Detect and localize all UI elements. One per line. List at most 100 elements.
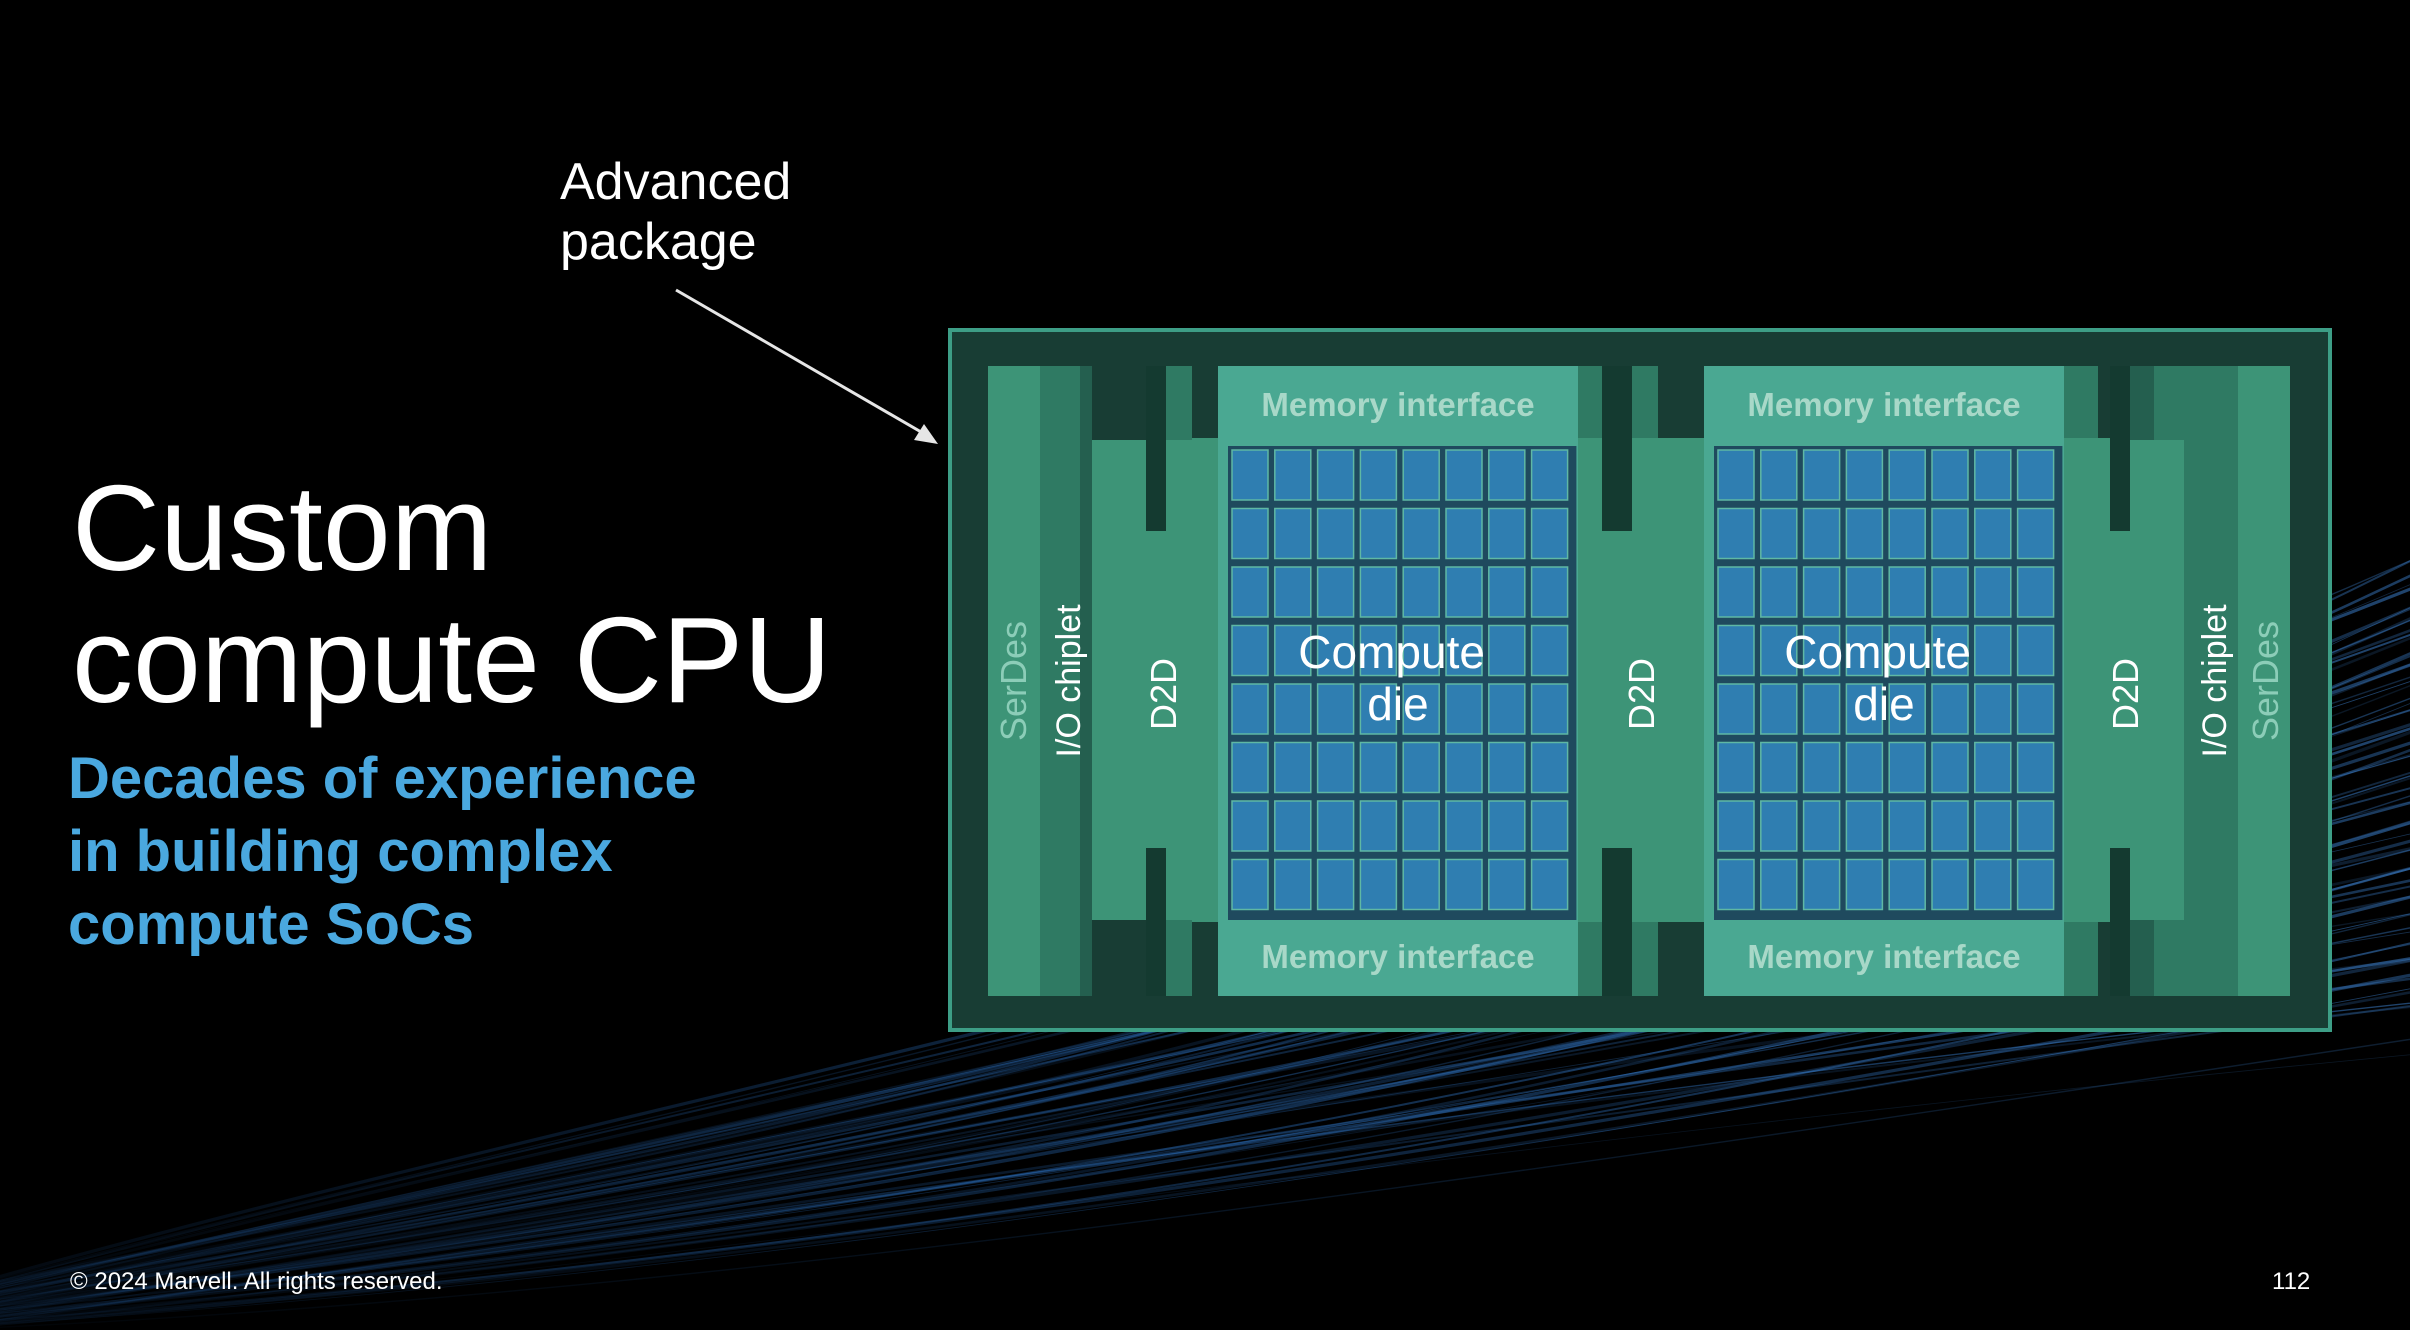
core-cell <box>1316 624 1355 677</box>
core-cell <box>1445 449 1483 501</box>
core-cell <box>2016 858 2055 911</box>
core-cell <box>1530 858 1569 911</box>
core-cell <box>1445 566 1483 618</box>
core-cell <box>1445 683 1483 735</box>
d2d-label-left: D2D <box>1143 658 1184 730</box>
core-cell <box>1231 566 1269 618</box>
core-cell <box>1717 507 1755 560</box>
slide-subtitle-line: Decades of experience <box>68 746 697 811</box>
core-cell <box>1274 507 1312 560</box>
memory-interface-label: Memory interface <box>1747 386 2020 423</box>
core-cell <box>1231 449 1269 501</box>
core-cell <box>1888 566 1926 618</box>
core-cell <box>1760 449 1798 501</box>
core-cell <box>1231 624 1269 677</box>
serdes-strip-right <box>2238 366 2290 996</box>
core-cell <box>1845 858 1884 911</box>
core-cell <box>1717 741 1755 794</box>
core-cell <box>1274 566 1312 618</box>
core-cell <box>1931 449 1969 501</box>
core-cell <box>1802 624 1841 677</box>
compute-die-label: Compute die <box>1784 626 1983 730</box>
core-cell <box>1888 683 1926 735</box>
core-cell <box>1845 624 1884 677</box>
core-cell <box>1231 683 1269 735</box>
core-cell <box>1316 858 1355 911</box>
copyright-footer: © 2024 Marvell. All rights reserved. <box>70 1268 443 1295</box>
core-cell <box>1760 741 1798 794</box>
core-cell <box>1316 741 1355 794</box>
core-grid-left <box>1228 446 1577 920</box>
core-cell <box>1445 624 1483 677</box>
core-cell <box>1974 624 2012 677</box>
core-cell <box>1231 800 1269 852</box>
advanced-package-diagram: Memory interface Memory interface Memory… <box>948 328 2332 1032</box>
core-cell <box>1530 507 1569 560</box>
core-cell <box>1488 741 1526 794</box>
core-cell <box>1488 858 1526 911</box>
core-cell <box>1974 449 2012 501</box>
core-cell <box>1402 683 1440 735</box>
io-chiplet-label-right: I/O chiplet <box>2196 604 2234 758</box>
core-cell <box>2016 624 2055 677</box>
core-cell <box>2016 683 2055 735</box>
core-cell <box>1231 741 1269 794</box>
core-cell <box>1845 449 1884 501</box>
core-cell <box>2016 741 2055 794</box>
core-cell <box>1802 507 1841 560</box>
core-cell <box>1488 507 1526 560</box>
core-cell <box>1231 507 1269 560</box>
serdes-strip-left <box>988 366 1040 996</box>
core-cell <box>1717 566 1755 618</box>
core-cell <box>1845 800 1884 852</box>
core-cell <box>1488 683 1526 735</box>
core-cell <box>1760 624 1798 677</box>
core-cell <box>1402 800 1440 852</box>
core-cell <box>1802 683 1841 735</box>
core-cell <box>1974 566 2012 618</box>
core-cell <box>1888 449 1926 501</box>
core-cell <box>2016 566 2055 618</box>
core-cell <box>1931 858 1969 911</box>
core-cell <box>1802 566 1841 618</box>
core-cell <box>1316 566 1355 618</box>
core-cell <box>1974 507 2012 560</box>
core-cell <box>1359 683 1398 735</box>
core-cell <box>1888 800 1926 852</box>
core-cell <box>2016 507 2055 560</box>
serdes-label-right: SerDes <box>2245 621 2286 741</box>
core-cell <box>1717 800 1755 852</box>
core-cell <box>1274 741 1312 794</box>
slide-title-line: Custom <box>72 460 493 596</box>
core-cell <box>1274 800 1312 852</box>
core-cell <box>1274 858 1312 911</box>
core-cell <box>1802 858 1841 911</box>
slide-title-line: compute CPU <box>72 592 832 728</box>
core-cell <box>1359 741 1398 794</box>
core-cell <box>1316 507 1355 560</box>
core-cell <box>1802 449 1841 501</box>
core-cell <box>1931 624 1969 677</box>
slide-subtitle-line: compute SoCs <box>68 892 475 957</box>
core-cell <box>1974 800 2012 852</box>
core-cell <box>1359 624 1398 677</box>
core-cell <box>1760 566 1798 618</box>
core-cell <box>1717 683 1755 735</box>
core-cell <box>1359 858 1398 911</box>
core-cell <box>1530 683 1569 735</box>
core-cell <box>2016 449 2055 501</box>
core-cell <box>1530 800 1569 852</box>
slide-subtitle: Decades of experience in building comple… <box>68 742 697 961</box>
memory-interface-label: Memory interface <box>1261 938 1534 975</box>
core-cell <box>1845 741 1884 794</box>
core-cell <box>1359 566 1398 618</box>
core-cell <box>1931 800 1969 852</box>
core-cell <box>2016 800 2055 852</box>
core-cell <box>1888 507 1926 560</box>
core-cell <box>1888 741 1926 794</box>
core-cell <box>1488 566 1526 618</box>
core-cell <box>1717 858 1755 911</box>
core-cell <box>1402 858 1440 911</box>
core-cell <box>1802 741 1841 794</box>
core-cell <box>1530 741 1569 794</box>
